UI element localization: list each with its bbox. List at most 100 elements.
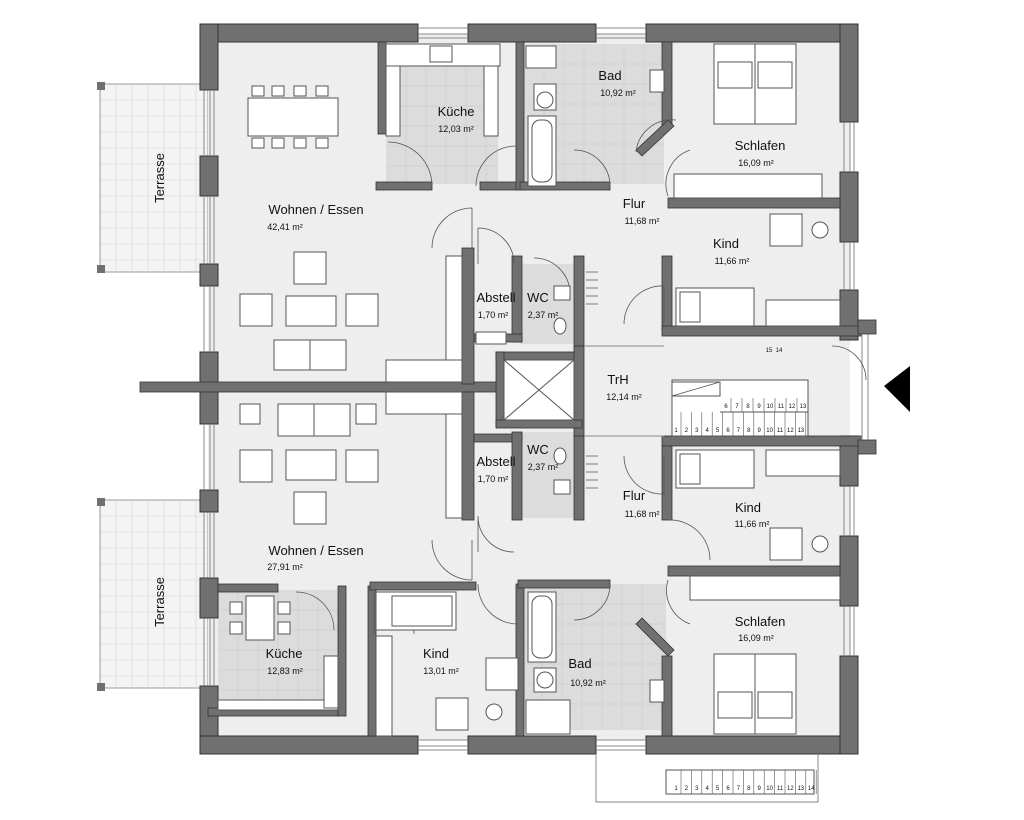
stair-step-number: 14 (808, 786, 815, 792)
stair-mark: 15 (766, 348, 773, 354)
room-trh[interactable]: TrH 12,14 m² (606, 372, 642, 402)
stair-step-number: 2 (685, 428, 689, 434)
furniture (217, 43, 841, 737)
interior-walls (139, 41, 877, 737)
stairs-indoor (671, 379, 809, 437)
terrace-bottom-label: Terrasse (152, 577, 167, 627)
stair-step-number: 8 (746, 404, 750, 410)
windows (203, 27, 855, 751)
stair-step-number: 11 (777, 428, 784, 434)
room-name: Kind (713, 236, 739, 251)
stair-step-number: 7 (735, 404, 739, 410)
terrace-bottom (97, 498, 209, 691)
room-area: 12,14 m² (606, 392, 642, 402)
room-name: Schlafen (735, 614, 786, 629)
room-area: 2,37 m² (528, 310, 559, 320)
room-name: Flur (623, 196, 646, 211)
room-name: Wohnen / Essen (268, 202, 363, 217)
stair-step-number: 5 (716, 786, 720, 792)
stair-step-number: 10 (767, 404, 774, 410)
room-area: 11,68 m² (625, 216, 660, 226)
entrance-arrow-icon[interactable] (884, 366, 910, 412)
room-wc-top[interactable]: WC 2,37 m² (527, 290, 558, 320)
room-area: 12,03 m² (438, 124, 474, 134)
room-name: Küche (438, 104, 475, 119)
stair-step-number: 10 (766, 786, 773, 792)
stair-step-number: 8 (747, 428, 751, 434)
stair-step-number: 12 (787, 428, 794, 434)
room-abstell-top[interactable]: Abstell 1,70 m² (476, 290, 515, 320)
room-area: 16,09 m² (738, 633, 774, 643)
room-name: Wohnen / Essen (268, 543, 363, 558)
room-flur-top[interactable]: Flur 11,68 m² (623, 196, 660, 226)
room-schlafen-bottom[interactable]: Schlafen 16,09 m² (735, 614, 786, 643)
stair-step-number: 7 (737, 428, 741, 434)
room-name: Schlafen (735, 138, 786, 153)
stair-step-number: 9 (757, 404, 761, 410)
room-schlafen-top[interactable]: Schlafen 16,09 m² (735, 138, 786, 168)
stair-step-number: 3 (695, 786, 699, 792)
stair-step-number: 1 (674, 428, 678, 434)
room-area: 2,37 m² (528, 462, 559, 472)
room-area: 42,41 m² (267, 222, 303, 232)
door-swings (295, 119, 867, 635)
room-kind-bottom[interactable]: Kind 13,01 m² (423, 646, 459, 676)
stair-step-number: 6 (724, 404, 728, 410)
room-area: 16,09 m² (738, 158, 774, 168)
room-name: Abstell (476, 290, 515, 305)
stair-step-number: 10 (766, 428, 773, 434)
room-wohnen-bottom[interactable]: Wohnen / Essen 27,91 m² (267, 543, 363, 572)
stair-step-number: 12 (789, 404, 796, 410)
stair-step-number: 9 (758, 428, 762, 434)
room-flur-bottom[interactable]: Flur 11,68 m² (623, 488, 660, 519)
room-name: Küche (266, 646, 303, 661)
room-area: 10,92 m² (600, 88, 636, 98)
room-area: 10,92 m² (570, 678, 606, 688)
room-kueche-bottom[interactable]: Küche 12,83 m² (266, 646, 303, 676)
stair-step-number: 6 (726, 428, 730, 434)
room-bad-top[interactable]: Bad 10,92 m² (598, 68, 635, 98)
room-area: 11,66 m² (735, 519, 770, 529)
room-name: WC (527, 290, 549, 305)
stair-step-number: 9 (758, 786, 762, 792)
room-area: 1,70 m² (478, 310, 509, 320)
stair-step-number: 4 (706, 428, 710, 434)
room-name: Kind (735, 500, 761, 515)
terrace-top-label: Terrasse (152, 153, 167, 203)
stair-step-number: 13 (797, 428, 804, 434)
stair-step-number: 11 (777, 786, 784, 792)
stair-step-number: 5 (716, 428, 720, 434)
room-name: Flur (623, 488, 646, 503)
stair-step-number: 7 (737, 786, 741, 792)
room-area: 12,83 m² (267, 666, 303, 676)
stair-step-number: 12 (787, 786, 794, 792)
stair-step-number: 8 (747, 786, 751, 792)
room-name: WC (527, 442, 549, 457)
room-area: 13,01 m² (423, 666, 459, 676)
room-area: 11,68 m² (625, 509, 660, 519)
room-name: Abstell (476, 454, 515, 469)
room-wc-bottom[interactable]: WC 2,37 m² (527, 442, 558, 472)
stair-step-number: 4 (706, 786, 710, 792)
room-area: 1,70 m² (478, 474, 509, 484)
room-wohnen-top[interactable]: Wohnen / Essen 42,41 m² (267, 202, 363, 232)
stair-step-number: 13 (797, 786, 804, 792)
stair-step-number: 3 (695, 428, 699, 434)
room-abstell-bottom[interactable]: Abstell 1,70 m² (476, 454, 515, 484)
elevator (503, 359, 575, 421)
room-kind-right-bottom[interactable]: Kind 11,66 m² (735, 500, 770, 529)
stair-step-number: 11 (778, 404, 785, 410)
room-bad-bottom[interactable]: Bad 10,92 m² (568, 656, 605, 688)
room-kueche-top[interactable]: Küche 12,03 m² (438, 104, 475, 134)
room-name: Kind (423, 646, 449, 661)
room-area: 27,91 m² (267, 562, 303, 572)
room-kind-top[interactable]: Kind 11,66 m² (713, 236, 749, 266)
stair-step-number: 2 (685, 786, 689, 792)
outer-walls (199, 23, 859, 755)
room-name: Bad (598, 68, 621, 83)
